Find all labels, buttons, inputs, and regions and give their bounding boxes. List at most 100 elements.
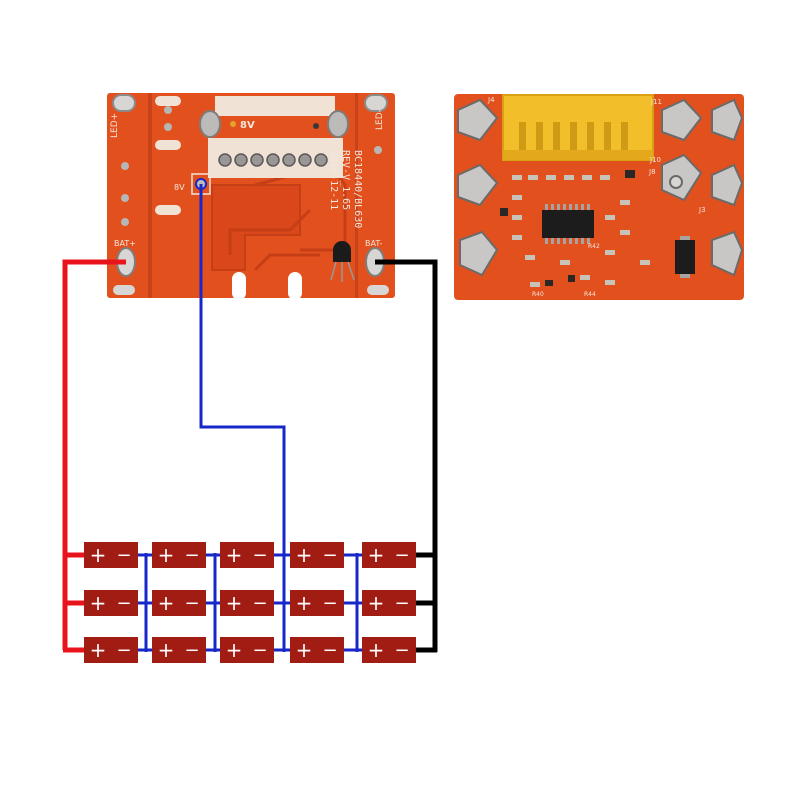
wire-positive-main bbox=[62, 259, 126, 650]
battery-cell: +− bbox=[362, 542, 416, 568]
spring-contact bbox=[661, 98, 744, 277]
pcb-trace bbox=[253, 253, 320, 272]
pcb-pin-row bbox=[218, 153, 328, 167]
label-bat-minus: BAT- bbox=[365, 239, 382, 248]
label-led-plus: LED+ bbox=[110, 113, 120, 138]
cell-plus-label: + bbox=[296, 638, 313, 662]
yellow-connector bbox=[502, 94, 654, 161]
battery-cell-body bbox=[84, 542, 138, 568]
pcb-copper-area bbox=[211, 184, 301, 271]
cell-plus-label: + bbox=[158, 543, 175, 567]
cell-minus-label: − bbox=[394, 593, 409, 614]
pcb-right-diode bbox=[675, 240, 695, 274]
battery-cell: +− bbox=[152, 637, 206, 663]
battery-cell-body bbox=[362, 590, 416, 616]
pcb-trace bbox=[228, 208, 312, 255]
pcb-smd-part bbox=[313, 123, 319, 129]
cell-plus-label: + bbox=[226, 543, 243, 567]
battery-cell: +− bbox=[290, 590, 344, 616]
wire-balance-8v bbox=[199, 184, 286, 652]
label-j11: J11 bbox=[650, 98, 662, 106]
cell-minus-label: − bbox=[184, 640, 199, 661]
smd-components-dark bbox=[500, 170, 635, 286]
pcb-right-diode-lead bbox=[680, 274, 690, 278]
battery-cell: +− bbox=[220, 590, 274, 616]
battery-cell: +− bbox=[84, 637, 138, 663]
battery-cell: +− bbox=[290, 637, 344, 663]
pcb-terminal-pad bbox=[199, 110, 221, 138]
cell-plus-label: + bbox=[90, 638, 107, 662]
battery-cell-body bbox=[220, 542, 274, 568]
battery-cell-body bbox=[152, 637, 206, 663]
label-8v-pad: 8V bbox=[174, 183, 185, 192]
ic-chip bbox=[542, 210, 594, 238]
pcb-right: J4 J11 J10 J8 J3 R42 R44 R40 bbox=[454, 94, 744, 300]
cell-plus-label: + bbox=[158, 638, 175, 662]
pcb-pad bbox=[155, 96, 181, 106]
pcb-vias bbox=[121, 106, 382, 226]
label-bat-plus: BAT+ bbox=[114, 239, 136, 248]
cell-minus-label: − bbox=[394, 545, 409, 566]
battery-cell-body bbox=[84, 590, 138, 616]
cell-minus-label: − bbox=[394, 640, 409, 661]
cell-minus-label: − bbox=[184, 593, 199, 614]
label-r44: R44 bbox=[584, 291, 596, 298]
pcb-pad bbox=[113, 285, 135, 295]
battery-cell-body bbox=[290, 542, 344, 568]
pcb-transistor bbox=[330, 241, 355, 282]
wire-negative bbox=[375, 259, 438, 653]
cell-minus-label: − bbox=[116, 545, 131, 566]
cell-plus-label: + bbox=[226, 638, 243, 662]
label-j8: J8 bbox=[648, 168, 656, 176]
battery-cell-body bbox=[290, 590, 344, 616]
battery-cell: +− bbox=[362, 637, 416, 663]
pcb-left-notch bbox=[232, 272, 246, 300]
cell-plus-label: + bbox=[368, 591, 385, 615]
battery-cell: +− bbox=[152, 542, 206, 568]
label-led-minus: LED- bbox=[375, 109, 385, 130]
pcb-trace bbox=[355, 93, 358, 298]
battery-cell: +− bbox=[152, 590, 206, 616]
cell-minus-label: − bbox=[322, 640, 337, 661]
pcb-left-notch bbox=[288, 272, 302, 300]
cell-plus-label: + bbox=[90, 591, 107, 615]
battery-cell: +− bbox=[84, 542, 138, 568]
label-j3: J3 bbox=[698, 206, 706, 214]
cell-minus-label: − bbox=[116, 593, 131, 614]
battery-cell-body bbox=[152, 542, 206, 568]
battery-pack: +−+−+−+−+−+−+−+−+−+−+−+−+−+−+− bbox=[84, 542, 416, 663]
pcb-silk-block bbox=[215, 96, 335, 116]
battery-cell: +− bbox=[84, 590, 138, 616]
cell-minus-label: − bbox=[252, 545, 267, 566]
label-board-id-1: BC18440/BL630 bbox=[352, 150, 363, 228]
cell-plus-label: + bbox=[368, 638, 385, 662]
spring-contact bbox=[457, 98, 499, 277]
battery-cell-body bbox=[152, 590, 206, 616]
battery-cell-body bbox=[362, 542, 416, 568]
cell-plus-label: + bbox=[158, 591, 175, 615]
cell-minus-label: − bbox=[252, 593, 267, 614]
battery-cell: +− bbox=[220, 637, 274, 663]
pcb-pad bbox=[155, 205, 181, 215]
pcb-trace bbox=[148, 93, 152, 298]
wire-positive bbox=[62, 259, 126, 653]
label-board-id-2: REV-V_1.65 bbox=[340, 150, 351, 210]
cell-plus-label: + bbox=[90, 543, 107, 567]
battery-cell: +− bbox=[290, 542, 344, 568]
pcb-pad bbox=[112, 94, 136, 112]
cell-minus-label: − bbox=[184, 545, 199, 566]
cell-minus-label: − bbox=[252, 640, 267, 661]
cell-plus-label: + bbox=[296, 591, 313, 615]
label-r42: R42 bbox=[588, 243, 600, 250]
label-8v-top: 8V bbox=[240, 120, 255, 131]
pcb-left: LED+ LED- 8V 8V BAT+ BAT- BC18440/BL630 … bbox=[107, 93, 395, 300]
battery-cell: +− bbox=[362, 590, 416, 616]
battery-cell-body bbox=[84, 637, 138, 663]
label-j4: J4 bbox=[487, 96, 495, 104]
cell-minus-label: − bbox=[322, 593, 337, 614]
ic-pins bbox=[545, 204, 590, 244]
battery-cell-body bbox=[220, 590, 274, 616]
battery-cell: +− bbox=[220, 542, 274, 568]
cell-minus-label: − bbox=[116, 640, 131, 661]
cell-minus-label: − bbox=[322, 545, 337, 566]
